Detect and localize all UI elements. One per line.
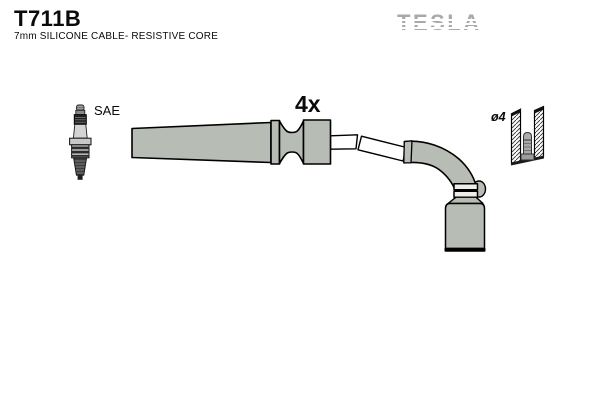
terminal-pin (520, 131, 535, 161)
logo-stripe (397, 23, 492, 25)
plug-boot-endcap (302, 119, 332, 165)
cross-section-wall (533, 105, 545, 160)
sae-label: SAE (94, 103, 120, 118)
cross-section-wall (510, 108, 522, 165)
plug-boot-waist (278, 120, 305, 165)
cable-segment (329, 134, 359, 150)
part-number: T711B (14, 6, 82, 31)
part-description: 7mm SILICONE CABLE- RESISTIVE CORE (14, 31, 219, 42)
spark-plug-illustration (69, 104, 92, 180)
quantity-label: 4x (295, 91, 321, 117)
logo-stripe (397, 27, 492, 29)
plug-boot-body (131, 121, 272, 164)
logo-stripe (397, 19, 492, 21)
coil-boot-bottom-edge (444, 247, 486, 252)
cross-section-rim (511, 109, 521, 117)
coil-boot-clamp-ring (453, 183, 479, 191)
tesla-logo-text: TESLA (397, 10, 482, 35)
coil-boot (403, 140, 487, 252)
cross-section-rim (534, 106, 544, 114)
coil-boot-neck (447, 196, 484, 205)
coil-boot-clamp-ring (453, 190, 479, 198)
plug-boot-collar (270, 119, 281, 165)
diameter-label: ø4 (491, 110, 506, 124)
coil-boot-entry-collar (403, 140, 413, 164)
coil-boot-cylinder (444, 202, 486, 250)
tesla-logo: TESLA (397, 10, 492, 35)
terminal-cross-section (510, 105, 545, 166)
cable-segment (357, 135, 408, 162)
plug-boot (131, 119, 332, 165)
cable (329, 134, 408, 162)
